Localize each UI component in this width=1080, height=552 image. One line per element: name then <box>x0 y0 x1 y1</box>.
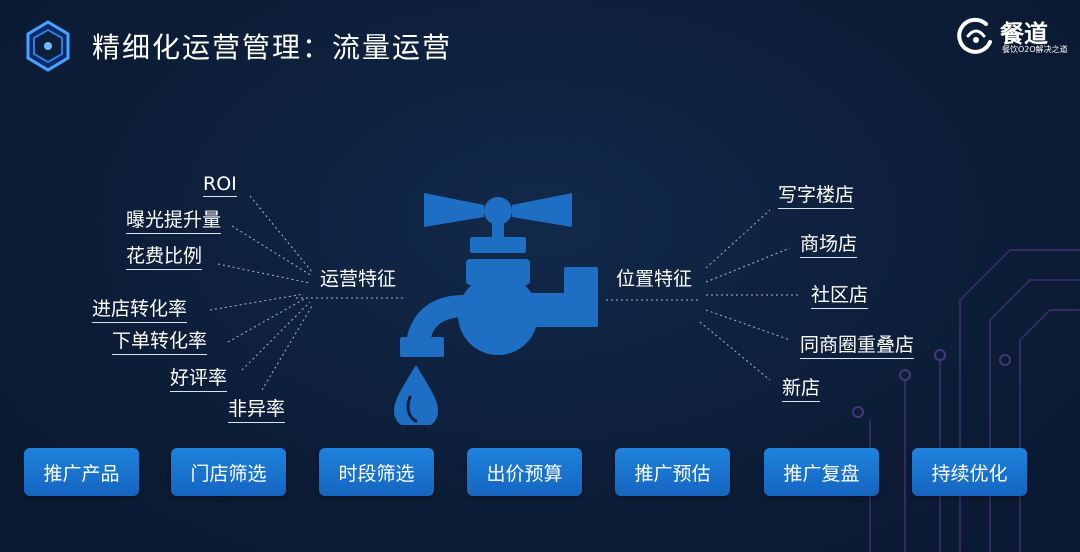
left-item-exception-rate: 非异率 <box>228 394 286 423</box>
right-item-office: 写字楼店 <box>778 180 855 209</box>
left-item-spend-ratio: 花费比例 <box>126 241 203 270</box>
step-button-review[interactable]: 推广复盘 <box>764 448 879 496</box>
left-group-label: 运营特征 <box>320 268 397 290</box>
brand-mark-icon <box>957 17 992 54</box>
brand-logo: 餐道 餐饮O2O解决之道 <box>956 14 1068 58</box>
step-button-optimize[interactable]: 持续优化 <box>912 448 1027 496</box>
step-button-store-filter[interactable]: 门店筛选 <box>171 448 286 496</box>
right-item-community: 社区店 <box>811 280 869 309</box>
faucet-icon <box>394 193 598 425</box>
right-group-label: 位置特征 <box>616 268 693 290</box>
step-button-time-filter[interactable]: 时段筛选 <box>319 448 434 496</box>
brand-name: 餐道 <box>1000 20 1048 48</box>
left-item-roi: ROI <box>203 173 237 197</box>
right-item-overlap: 同商圈重叠店 <box>800 330 915 359</box>
process-steps: 推广产品 门店筛选 时段筛选 出价预算 推广预估 推广复盘 持续优化 <box>24 448 1034 500</box>
left-item-exposure: 曝光提升量 <box>126 205 222 234</box>
left-item-order-conversion: 下单转化率 <box>112 326 208 355</box>
right-item-mall: 商场店 <box>800 229 858 258</box>
right-item-new: 新店 <box>782 373 821 402</box>
page-title: 精细化运营管理：流量运营 <box>92 31 453 64</box>
brand-slogan: 餐饮O2O解决之道 <box>1002 45 1068 54</box>
left-item-good-review: 好评率 <box>170 363 228 392</box>
left-item-visit-conversion: 进店转化率 <box>92 294 188 323</box>
hexagon-logo-icon <box>18 16 78 76</box>
step-button-promote-product[interactable]: 推广产品 <box>24 448 139 496</box>
step-button-bid-budget[interactable]: 出价预算 <box>467 448 582 496</box>
step-button-estimate[interactable]: 推广预估 <box>615 448 730 496</box>
